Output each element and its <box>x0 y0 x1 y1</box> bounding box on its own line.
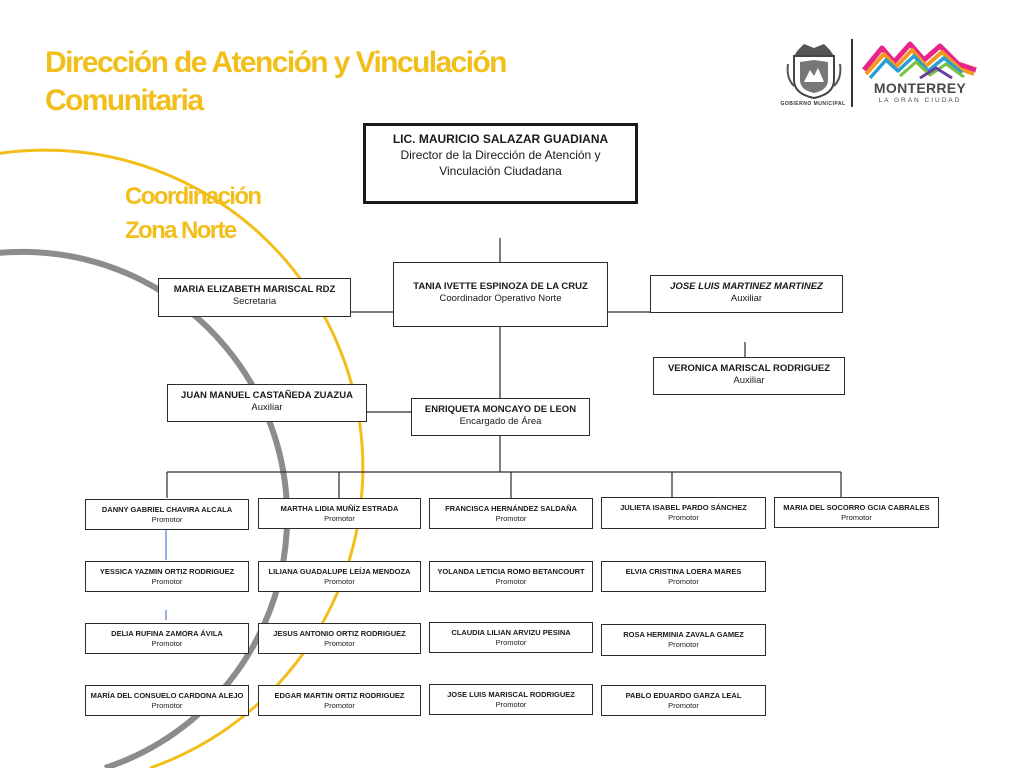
logo-caption: GOBIERNO MUNICIPAL <box>780 101 846 107</box>
node-auxiliar-1: JOSE LUIS MARTINEZ MARTINEZ Auxiliar <box>650 275 843 313</box>
node-role: Promotor <box>324 701 355 710</box>
node-name: DELIA RUFINA ZAMORA ÁVILA <box>111 629 223 638</box>
node-name: VERONICA MARISCAL RODRIGUEZ <box>667 363 831 374</box>
city-tagline: LA GRAN CIUDAD <box>878 97 962 104</box>
node-promotor: LILIANA GUADALUPE LEÍJA MENDOZA Promotor <box>258 561 421 592</box>
node-role: Encargado de Área <box>459 416 542 427</box>
node-promotor: JULIETA ISABEL PARDO SÁNCHEZ Promotor <box>601 497 766 529</box>
node-name: ELVIA CRISTINA LOERA MARES <box>625 567 742 576</box>
node-promotor: MARTHA LIDIA MUÑÍZ ESTRADA Promotor <box>258 498 421 529</box>
logo-divider <box>851 39 853 107</box>
node-name: CLAUDIA LILIAN ARVIZU PESINA <box>451 628 571 637</box>
node-director: LIC. MAURICIO SALAZAR GUADIANA Director … <box>363 123 638 204</box>
node-role: Director de la Dirección de Atención y V… <box>400 148 601 178</box>
node-promotor: PABLO EDUARDO GARZA LEAL Promotor <box>601 685 766 716</box>
node-promotor: FRANCISCA HERNÁNDEZ SALDAÑA Promotor <box>429 498 593 529</box>
node-role: Promotor <box>151 515 183 524</box>
node-role: Promotor <box>324 639 355 648</box>
node-name: JESUS ANTONIO ORTIZ RODRIGUEZ <box>273 629 406 638</box>
node-promotor: ELVIA CRISTINA LOERA MARES Promotor <box>601 561 766 592</box>
node-role: Promotor <box>324 577 355 586</box>
node-name: ROSA HERMINIA ZAVALA GAMEZ <box>623 630 744 639</box>
node-name: MARTHA LIDIA MUÑÍZ ESTRADA <box>280 504 399 513</box>
node-name: YOLANDA LETICIA ROMO BETANCOURT <box>437 567 585 576</box>
node-auxiliar-2: VERONICA MARISCAL RODRIGUEZ Auxiliar <box>653 357 845 395</box>
node-name: LILIANA GUADALUPE LEÍJA MENDOZA <box>268 567 411 576</box>
node-role: Promotor <box>495 577 527 586</box>
node-promotor: DELIA RUFINA ZAMORA ÁVILA Promotor <box>85 623 249 654</box>
node-role: Promotor <box>151 701 183 710</box>
node-name: JOSE LUIS MARISCAL RODRIGUEZ <box>447 690 575 699</box>
node-promotor: EDGAR MARTIN ORTIZ RODRIGUEZ Promotor <box>258 685 421 716</box>
node-role: Auxiliar <box>251 402 283 413</box>
node-encargado-area: ENRIQUETA MONCAYO DE LEON Encargado de Á… <box>411 398 590 436</box>
node-role: Promotor <box>151 639 183 648</box>
node-promotor: DANNY GABRIEL CHAVIRA ALCALA Promotor <box>85 499 249 530</box>
node-role: Secretaria <box>232 296 277 307</box>
node-auxiliar-3: JUAN MANUEL CASTAÑEDA ZUAZUA Auxiliar <box>167 384 367 422</box>
node-name: JOSE LUIS MARTINEZ MARTINEZ <box>670 281 823 292</box>
node-role: Promotor <box>495 514 527 523</box>
node-name: PABLO EDUARDO GARZA LEAL <box>625 691 742 700</box>
node-promotor: JOSE LUIS MARISCAL RODRIGUEZ Promotor <box>429 684 593 715</box>
node-role: Promotor <box>495 700 527 709</box>
node-name: JULIETA ISABEL PARDO SÁNCHEZ <box>620 503 747 512</box>
node-role: Auxiliar <box>730 293 763 304</box>
node-name: LIC. MAURICIO SALAZAR GUADIANA <box>392 132 609 146</box>
node-secretary: MARIA ELIZABETH MARISCAL RDZ Secretaria <box>158 278 351 317</box>
node-promotor: CLAUDIA LILIAN ARVIZU PESINA Promotor <box>429 622 593 653</box>
node-name: TANIA IVETTE ESPINOZA DE LA CRUZ <box>413 281 588 292</box>
node-name: MARIA DEL SOCORRO GCIA CABRALES <box>783 503 930 512</box>
node-promotor: MARÍA DEL CONSUELO CARDONA ALEJO Promoto… <box>85 685 249 716</box>
node-promotor: ROSA HERMINIA ZAVALA GAMEZ Promotor <box>601 624 766 656</box>
coat-of-arms-icon <box>786 44 842 100</box>
node-role: Promotor <box>841 513 872 522</box>
node-role: Coordinador Operativo Norte <box>439 293 562 304</box>
node-name: YESSICA YAZMIN ORTIZ RODRIGUEZ <box>99 567 235 576</box>
node-coordinator: TANIA IVETTE ESPINOZA DE LA CRUZ Coordin… <box>393 262 608 327</box>
node-promotor: MARIA DEL SOCORRO GCIA CABRALES Promotor <box>774 497 939 528</box>
node-role: Promotor <box>668 640 699 649</box>
node-role: Promotor <box>668 577 699 586</box>
node-promotor: YOLANDA LETICIA ROMO BETANCOURT Promotor <box>429 561 593 592</box>
node-role: Promotor <box>668 701 699 710</box>
node-name: MARÍA DEL CONSUELO CARDONA ALEJO <box>90 691 244 700</box>
node-role: Promotor <box>668 513 699 522</box>
node-promotor: YESSICA YAZMIN ORTIZ RODRIGUEZ Promotor <box>85 561 249 592</box>
monterrey-mountain-icon <box>862 41 977 80</box>
node-role: Auxiliar <box>733 375 765 386</box>
monterrey-logo: GOBIERNO MUNICIPAL MONTERREY LA GRAN CIU… <box>776 34 996 114</box>
node-role: Promotor <box>324 514 355 523</box>
node-name: FRANCISCA HERNÁNDEZ SALDAÑA <box>445 504 577 513</box>
node-name: ENRIQUETA MONCAYO DE LEON <box>424 404 577 415</box>
node-name: EDGAR MARTIN ORTIZ RODRIGUEZ <box>274 691 405 700</box>
node-role: Promotor <box>495 638 527 647</box>
node-name: DANNY GABRIEL CHAVIRA ALCALA <box>101 505 233 514</box>
city-name: MONTERREY <box>873 80 967 96</box>
node-promotor: JESUS ANTONIO ORTIZ RODRIGUEZ Promotor <box>258 623 421 654</box>
node-name: JUAN MANUEL CASTAÑEDA ZUAZUA <box>181 390 353 401</box>
node-name: MARIA ELIZABETH MARISCAL RDZ <box>173 284 336 295</box>
node-role: Promotor <box>151 577 183 586</box>
